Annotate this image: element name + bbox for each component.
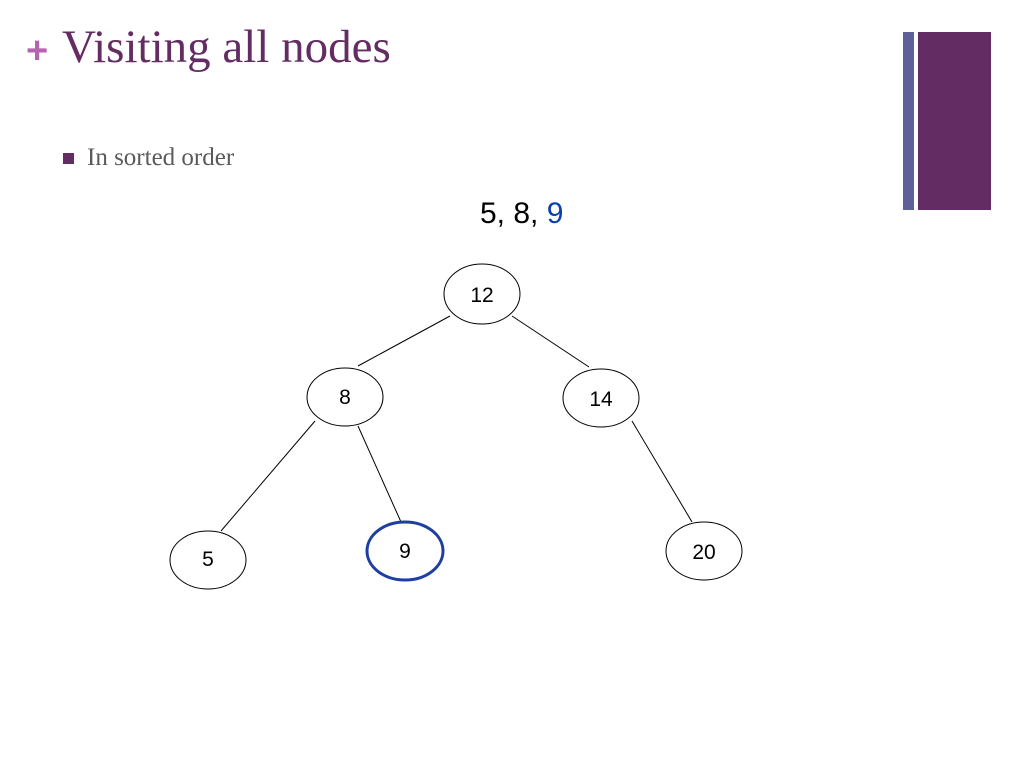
plus-icon: +: [26, 30, 49, 72]
slide-title: Visiting all nodes: [62, 21, 391, 73]
tree-edge-n12-n14: [511, 315, 590, 368]
tree-node-12: 12: [443, 263, 521, 325]
tree-node-circle-current: [365, 520, 445, 582]
bullet-text: In sorted order: [87, 144, 235, 171]
accent-bar-thin: [903, 32, 914, 210]
tree-node-label: 9: [399, 540, 411, 563]
tree-edge-n14-n20: [631, 420, 693, 523]
tree-edge-n8-n5: [220, 420, 316, 532]
accent-bar-wide: [918, 32, 991, 210]
tree-node-label: 8: [339, 386, 351, 409]
tree-node-9: 9: [365, 520, 445, 582]
tree-node-label: 12: [470, 284, 493, 307]
sequence-current: 9: [546, 197, 564, 230]
tree-edge-n8-n9: [357, 425, 402, 523]
tree-edge-n12-n8: [357, 315, 451, 367]
tree-node-label: 5: [202, 548, 214, 571]
tree-node-circle: [169, 530, 247, 590]
tree-node-circle: [562, 368, 640, 428]
tree-nodes: 12 8 14 5 9 20: [169, 263, 743, 590]
tree-node-14: 14: [562, 368, 640, 428]
tree-node-circle: [443, 263, 521, 325]
tree-node-20: 20: [665, 521, 743, 581]
tree-node-circle: [306, 367, 384, 427]
square-bullet-icon: [63, 152, 74, 164]
tree-edges: [220, 315, 693, 532]
tree-node-circle: [665, 521, 743, 581]
tree-node-label: 20: [692, 541, 715, 564]
tree-node-5: 5: [169, 530, 247, 590]
tree-node-label: 14: [589, 388, 613, 411]
sequence-visited: 5, 8,: [480, 197, 547, 230]
traversal-sequence: 5, 8, 9: [480, 197, 563, 231]
tree-node-8: 8: [306, 367, 384, 427]
bullet-item: In sorted order: [63, 144, 234, 172]
